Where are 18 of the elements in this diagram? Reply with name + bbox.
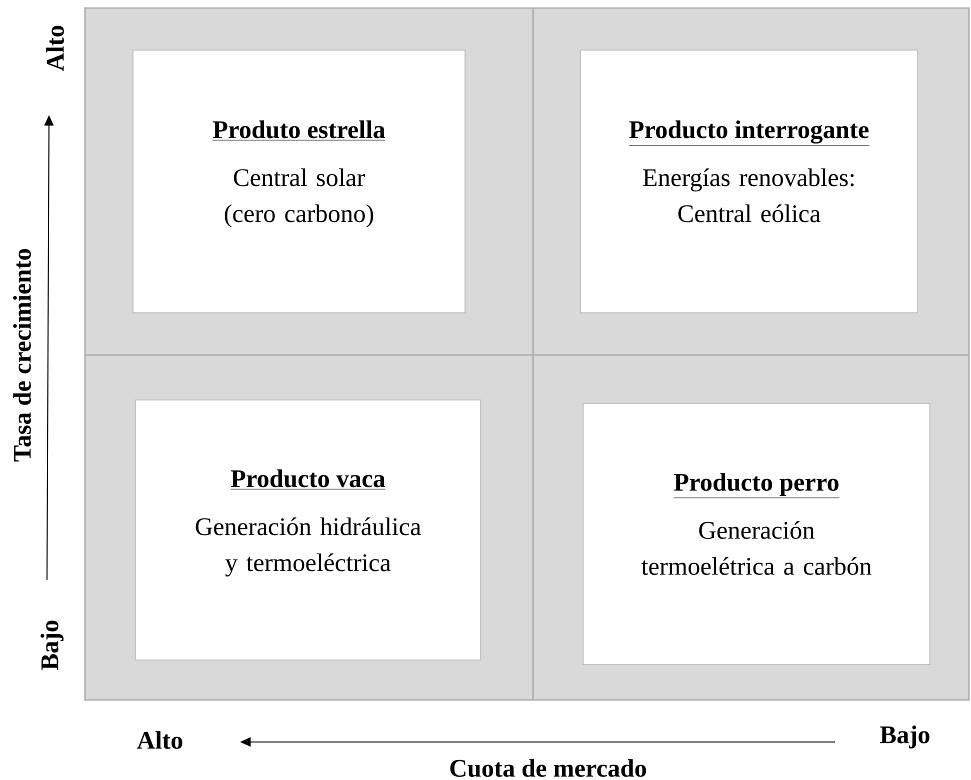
axis-label: Tasa de crecimiento	[13, 248, 31, 462]
axis-label: Bajo	[40, 620, 64, 670]
quadrant-box	[582, 402, 930, 666]
quadrant-text: Energías renovables: Central eólica	[643, 168, 854, 222]
quadrant-text: Central solar (cero carbono)	[224, 168, 374, 228]
axis-label: Alto	[137, 731, 182, 749]
axis-label: Cuota de mercado	[450, 759, 646, 777]
quadrant-heading: Producto vaca	[230, 469, 386, 490]
axis-label: Bajo	[880, 726, 930, 748]
quadrant-box	[134, 400, 482, 660]
axis-label: Alto	[46, 26, 64, 71]
quadrant-box	[580, 50, 918, 314]
quadrant-text: Generación hidráulica y termoeléctrica	[196, 517, 421, 576]
quadrant-heading: Produto estrella	[212, 120, 386, 140]
quadrant-heading: Producto perro	[673, 473, 840, 498]
quadrant-text: Generación termoelétrica a carbón	[641, 521, 872, 575]
quadrant-box	[132, 50, 466, 314]
quadrant-heading: Producto interrogante	[628, 120, 870, 146]
